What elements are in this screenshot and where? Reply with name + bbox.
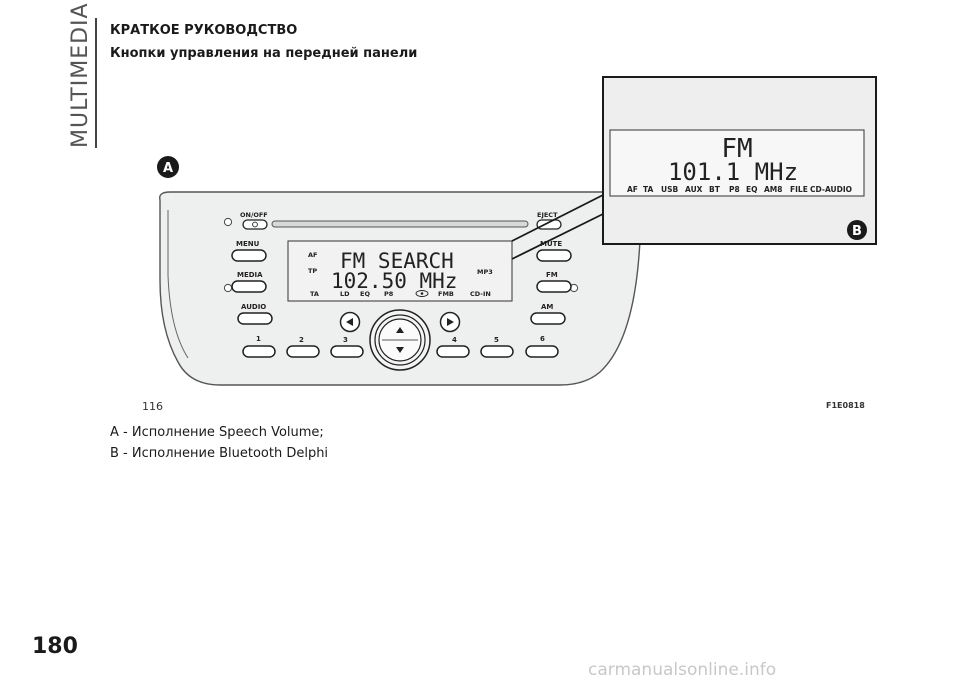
seek-right-button[interactable] (439, 311, 461, 333)
display-eq: EQ (360, 290, 370, 298)
media-button[interactable] (231, 280, 267, 293)
preset-1-button[interactable] (242, 345, 276, 358)
figure-code: F1E0818 (826, 401, 865, 410)
marker-a: A (157, 156, 179, 178)
preset-4-label: 4 (452, 336, 457, 344)
page-subtitle: Кнопки управления на передней панели (110, 46, 418, 61)
indicator-bt: BT (709, 185, 721, 194)
fm-button[interactable] (536, 280, 572, 293)
caption-b: B - Исполнение Bluetooth Delphi (110, 446, 329, 461)
marker-b-label: B (852, 224, 862, 239)
indicator-aux: AUX (685, 185, 703, 194)
figure-number: 116 (142, 400, 163, 413)
indicator-cd-audio: CD-AUDIO (810, 185, 852, 194)
marker-a-label: A (163, 161, 173, 176)
eject-label: EJECT (537, 211, 558, 219)
triangle-left-icon (346, 318, 353, 326)
page-title: КРАТКОЕ РУКОВОДСТВО (110, 23, 298, 38)
menu-label: MENU (236, 240, 260, 248)
display-tp: TP (308, 267, 317, 275)
marker-b: B (847, 220, 867, 240)
display-ld: LD (340, 290, 350, 298)
preset-5-label: 5 (494, 336, 499, 344)
triangle-up-icon (396, 327, 404, 333)
display-b-line2: 101.1 MHz (668, 158, 798, 186)
repeat-icon (415, 290, 429, 297)
fm-label: FM (546, 271, 558, 279)
audio-button[interactable] (237, 312, 273, 325)
preset-4-button[interactable] (436, 345, 470, 358)
preset-3-button[interactable] (330, 345, 364, 358)
inset-display-b: FM 101.1 MHz AF TA USB AUX BT P8 EQ AM8 … (602, 76, 877, 245)
am-button[interactable] (530, 312, 566, 325)
eject-button[interactable] (536, 219, 562, 230)
display-cd-in: CD-IN (470, 290, 491, 298)
preset-5-button[interactable] (480, 345, 514, 358)
preset-3-label: 3 (343, 336, 348, 344)
display-line2: 102.50 MHz (331, 269, 457, 293)
media-label: MEDIA (237, 271, 263, 279)
triangle-right-icon (447, 318, 454, 326)
cd-slot[interactable] (271, 220, 529, 228)
display-ta: TA (310, 290, 319, 298)
indicator-p8: P8 (729, 185, 740, 194)
seek-left-button[interactable] (339, 311, 361, 333)
display-p8: P8 (384, 290, 394, 298)
triangle-down-icon (396, 347, 404, 353)
on-off-button[interactable] (242, 219, 268, 230)
menu-button[interactable] (231, 249, 267, 262)
display-af: AF (308, 251, 317, 259)
preset-2-button[interactable] (286, 345, 320, 358)
indicator-eq: EQ (746, 185, 758, 194)
radio-display-a: AF TP FM SEARCH 102.50 MHz MP3 TA LD EQ … (287, 240, 513, 302)
indicator-am8: AM8 (764, 185, 783, 194)
section-divider (95, 18, 97, 148)
display-mp3: MP3 (477, 268, 493, 276)
indicator-af: AF (627, 185, 638, 194)
am-label: AM (541, 303, 553, 311)
indicator-file: FILE (790, 185, 808, 194)
preset-2-label: 2 (299, 336, 304, 344)
display-b-line1: FM (721, 134, 752, 164)
on-off-label: ON/OFF (240, 211, 268, 219)
preset-6-label: 6 (540, 335, 545, 343)
preset-1-label: 1 (256, 335, 261, 343)
caption-a: A - Исполнение Speech Volume; (110, 425, 324, 440)
mute-button[interactable] (536, 249, 572, 262)
watermark: carmanualsonline.info (588, 660, 777, 680)
indicator-ta: TA (643, 185, 654, 194)
indicator-usb: USB (661, 185, 678, 194)
mute-label: MUTE (540, 240, 562, 248)
audio-label: AUDIO (241, 303, 266, 311)
power-icon (252, 221, 258, 228)
page-number: 180 (32, 634, 78, 659)
display-line1: FM SEARCH (340, 249, 454, 273)
display-fmb: FMB (438, 290, 454, 298)
preset-6-button[interactable] (525, 345, 559, 358)
volume-knob[interactable] (369, 309, 431, 371)
